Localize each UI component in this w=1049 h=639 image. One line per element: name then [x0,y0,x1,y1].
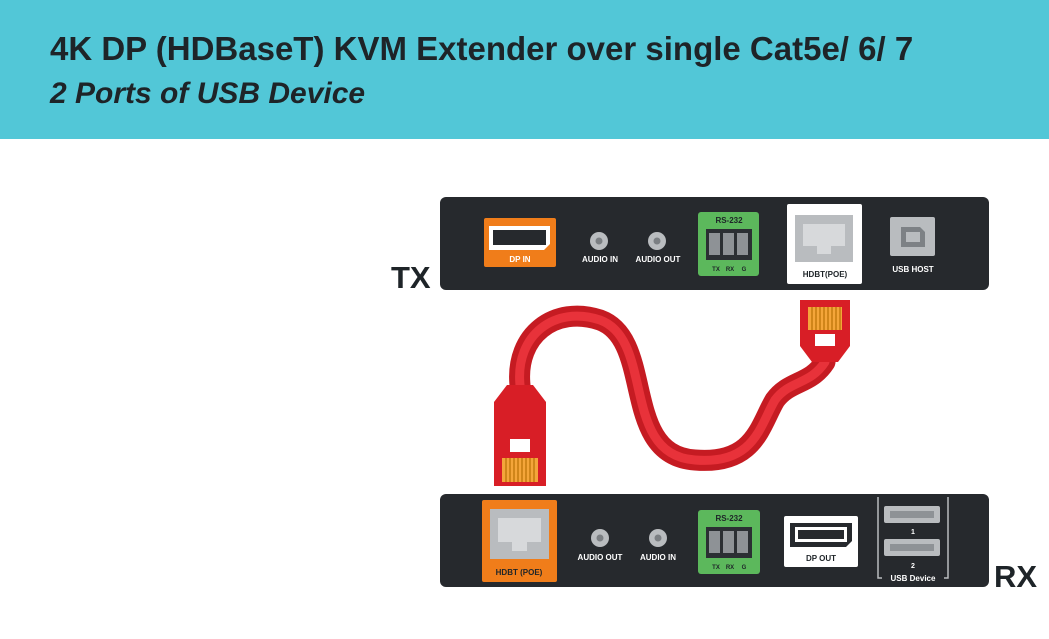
rx-label: RX [994,559,1037,594]
tx-audio-out-label: AUDIO OUT [636,255,681,264]
tx-audio-in-label: AUDIO IN [582,255,618,264]
rx-rs232-pin-tx: TX [712,565,720,571]
tx-dp-in-label: DP IN [509,255,530,264]
tx-usb-host-label: USB HOST [892,265,933,274]
plug-pins-tx [811,307,841,330]
tx-rs232-pin-tx: TX [712,267,720,273]
header-banner: 4K DP (HDBaseT) KVM Extender over single… [0,0,1049,139]
rx-audio-in-label: AUDIO IN [640,553,676,562]
rx-usb-port-1-label: 1 [911,529,915,536]
tx-rs232-pin-g: G [742,267,747,273]
rj45-plug-rx [494,385,546,486]
rx-rs232-label: RS-232 [715,514,743,523]
rx-device: HDBT (POE) AUDIO OUT AUDIO IN RS-232 TX … [440,494,989,587]
rx-hdbt-label: HDBT (POE) [496,568,543,577]
tx-device: DP IN AUDIO IN AUDIO OUT RS-232 TX RX G … [440,197,989,290]
rj45-plug-tx [800,300,850,362]
page-title: 4K DP (HDBaseT) KVM Extender over single… [50,30,914,67]
plug-pins-rx [505,458,535,482]
cable-highlight [515,311,830,465]
tx-rs232-pin-rx: RX [726,267,734,273]
tx-label: TX [391,260,431,295]
rx-usb-device-label: USB Device [891,574,936,583]
page-subtitle: 2 Ports of USB Device [50,77,366,110]
tx-hdbt-label: HDBT(POE) [803,270,848,279]
rx-audio-out-label: AUDIO OUT [578,553,623,562]
cat-cable [509,305,836,471]
rx-dp-out-label: DP OUT [806,554,836,563]
rx-rs232-pin-rx: RX [726,565,734,571]
rx-usb-port-2-label: 2 [911,563,915,570]
usb-device-bracket [877,497,949,579]
rx-rs232-pin-g: G [742,565,747,571]
tx-rs232-label: RS-232 [715,216,743,225]
